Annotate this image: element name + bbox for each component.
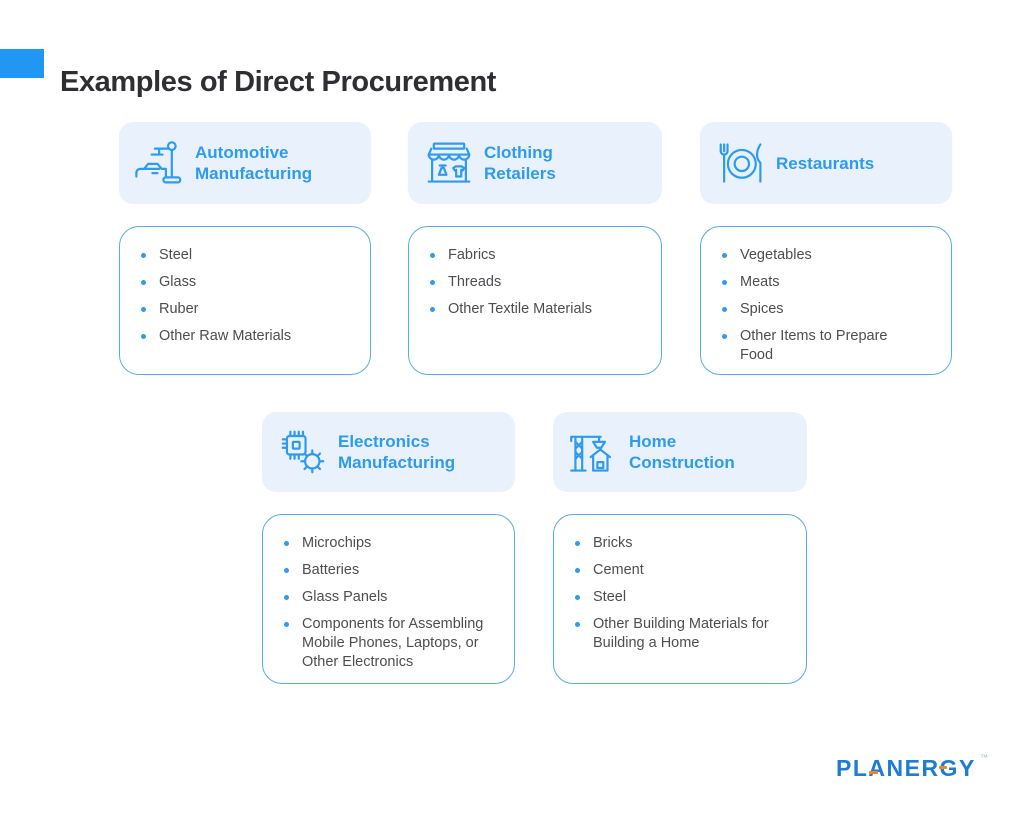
crane-house-icon <box>566 425 622 479</box>
list-item: Other Raw Materials <box>141 327 354 346</box>
bullet-dot <box>722 253 727 258</box>
planergy-logo: PLANERGY ™ <box>836 753 996 789</box>
list-item: Components for Assembling Mobile Phones,… <box>284 615 498 672</box>
bullet-dot <box>141 334 146 339</box>
category-title: Clothing Retailers <box>484 143 556 183</box>
bullet-dot <box>575 622 580 627</box>
bullet-dot <box>141 307 146 312</box>
item-text: Cement <box>593 562 644 578</box>
bullet-dot <box>284 622 289 627</box>
item-text: Other Textile Materials <box>448 301 592 317</box>
bullet-dot <box>284 541 289 546</box>
item-text: Meats <box>740 274 780 290</box>
logo-accent-a <box>869 771 878 774</box>
item-text: Batteries <box>302 562 360 578</box>
microchip-gear-icon <box>275 425 331 479</box>
items-list: Steel Glass Ruber Other Raw Materials <box>141 246 354 346</box>
item-text: Steel <box>159 247 193 263</box>
list-item: Glass Panels <box>284 588 498 607</box>
item-text: Fabrics <box>448 247 496 263</box>
item-text: Other Building Materials for Building a … <box>593 616 769 651</box>
logo-text: PLANERGY <box>836 755 976 781</box>
bullet-dot <box>722 280 727 285</box>
page-title: Examples of Direct Procurement <box>60 66 497 99</box>
item-text: Microchips <box>302 535 372 551</box>
list-item: Spices <box>722 300 935 319</box>
list-item: Ruber <box>141 300 354 319</box>
category-title: Home Construction <box>629 432 735 472</box>
list-item: Batteries <box>284 561 498 580</box>
plate-cutlery-icon <box>713 136 769 190</box>
item-text: Spices <box>740 301 784 317</box>
category-header-clothing: Clothing Retailers <box>408 122 662 204</box>
item-text: Threads <box>448 274 502 290</box>
bullet-dot <box>141 280 146 285</box>
list-item: Bricks <box>575 534 790 553</box>
list-item: Vegetables <box>722 246 935 265</box>
bullet-dot <box>430 280 435 285</box>
item-text: Steel <box>593 589 627 605</box>
bullet-dot <box>430 253 435 258</box>
items-list: Bricks Cement Steel Other Building Mater… <box>575 534 790 653</box>
items-card-construction: Bricks Cement Steel Other Building Mater… <box>553 514 807 684</box>
list-item: Steel <box>575 588 790 607</box>
item-text: Other Items to Prepare Food <box>740 328 888 363</box>
list-item: Threads <box>430 273 645 292</box>
car-lift-icon <box>132 136 188 190</box>
list-item: Meats <box>722 273 935 292</box>
items-card-restaurants: Vegetables Meats Spices Other Items to P… <box>700 226 952 375</box>
item-text: Vegetables <box>740 247 812 263</box>
bullet-dot <box>722 307 727 312</box>
category-title: Restaurants <box>776 153 875 173</box>
bullet-dot <box>575 568 580 573</box>
category-header-restaurants: Restaurants <box>700 122 952 204</box>
category-title: Electronics Manufacturing <box>338 432 456 472</box>
category-header-electronics: Electronics Manufacturing <box>262 412 515 492</box>
list-item: Other Building Materials for Building a … <box>575 615 790 653</box>
items-list: Vegetables Meats Spices Other Items to P… <box>722 246 935 365</box>
storefront-icon <box>421 136 477 190</box>
bullet-dot <box>284 568 289 573</box>
bullet-dot <box>430 307 435 312</box>
items-list: Fabrics Threads Other Textile Materials <box>430 246 645 319</box>
items-card-electronics: Microchips Batteries Glass Panels Compon… <box>262 514 515 684</box>
item-text: Components for Assembling Mobile Phones,… <box>302 616 484 670</box>
list-item: Glass <box>141 273 354 292</box>
list-item: Steel <box>141 246 354 265</box>
item-text: Other Raw Materials <box>159 328 292 344</box>
logo-accent-g <box>939 766 947 769</box>
bullet-dot <box>722 334 727 339</box>
items-card-automotive: Steel Glass Ruber Other Raw Materials <box>119 226 371 375</box>
logo-trademark: ™ <box>980 753 988 762</box>
list-item: Cement <box>575 561 790 580</box>
bullet-dot <box>575 541 580 546</box>
items-list: Microchips Batteries Glass Panels Compon… <box>284 534 498 672</box>
list-item: Fabrics <box>430 246 645 265</box>
bullet-dot <box>284 595 289 600</box>
category-header-construction: Home Construction <box>553 412 807 492</box>
category-title: Automotive Manufacturing <box>195 143 313 183</box>
list-item: Other Items to Prepare Food <box>722 327 935 365</box>
item-text: Glass <box>159 274 197 290</box>
item-text: Bricks <box>593 535 633 551</box>
list-item: Microchips <box>284 534 498 553</box>
item-text: Glass Panels <box>302 589 388 605</box>
bullet-dot <box>575 595 580 600</box>
bullet-dot <box>141 253 146 258</box>
category-header-automotive: Automotive Manufacturing <box>119 122 371 204</box>
items-card-clothing: Fabrics Threads Other Textile Materials <box>408 226 662 375</box>
title-accent-bar <box>0 49 44 78</box>
list-item: Other Textile Materials <box>430 300 645 319</box>
item-text: Ruber <box>159 301 199 317</box>
